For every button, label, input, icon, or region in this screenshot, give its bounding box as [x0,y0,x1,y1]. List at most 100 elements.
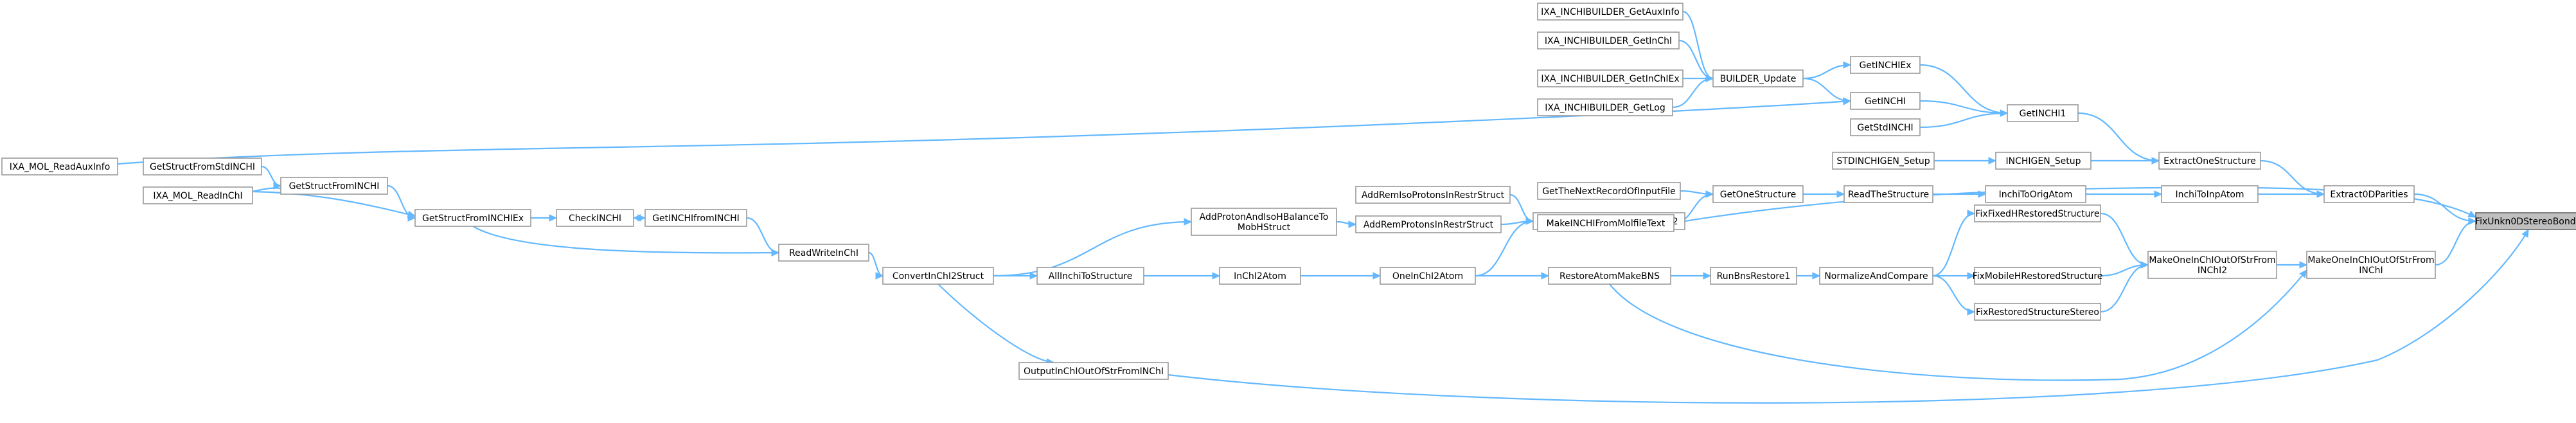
node-getinchi1[interactable]: GetINCHI1 [2007,104,2079,122]
node-checkinchi[interactable]: CheckINCHI [556,209,634,227]
edge-arrowhead [1705,190,1714,198]
graph-edge [1919,112,2008,129]
node-label: RunBnsRestore1 [1717,271,1791,282]
node-label: IXA_INCHIBUILDER_GetInChIEx [1541,74,1679,84]
node-box [1537,3,1683,21]
node-label: OutputInChIOutOfStrFromINChI [1024,366,1164,377]
node-box [1974,267,2101,285]
node-normalizeandcompare[interactable]: NormalizeAndCompare [1819,267,1933,285]
node-box [778,244,869,262]
edge-arrowhead [1212,272,1221,280]
node-makeinchifrommolfiletext[interactable]: MakeINCHIFromMolfileText [1537,214,1674,232]
node-readthestructure[interactable]: ReadTheStructure [1843,185,1933,203]
edge-arrowhead [2316,190,2325,198]
edge-arrowhead [1029,272,1038,280]
node-stdinchigen-setup[interactable]: STDINCHIGEN_Setup [1832,152,1935,170]
node-box [1974,303,2101,321]
node-getstructfrominchi[interactable]: GetStructFromINCHI [280,177,388,195]
node-box [2323,185,2415,203]
graph-nodes: FixUnkn0DStereoBonds ExtractOneStructureE… [1,3,2576,380]
node-box [1974,204,2101,222]
node-getthenextrecordofinputfile[interactable]: GetTheNextRecordOfInputFile [1537,182,1681,200]
node-box [1219,267,1301,285]
node-getonestructure[interactable]: GetOneStructure [1712,185,1804,203]
edge-arrowhead [1967,210,1976,217]
node-box [1995,152,2092,170]
node-inchigen-setup[interactable]: INCHIGEN_Setup [1995,152,2092,170]
node-label: ReadWriteInChI [789,248,858,258]
node-addremisoprotonsinrestrstruct[interactable]: AddRemIsoProtonsInRestrStruct [1355,186,1511,204]
node-box [1537,98,1673,116]
edge-arrowhead [2299,269,2307,278]
node-label: AllInchiToStructure [1049,271,1133,282]
node-label: InchiToInpAtom [2175,190,2244,200]
node-ixa-mol-readauxinfo[interactable]: IXA_MOL_ReadAuxInfo [1,158,118,176]
node-allinchitostructure[interactable]: AllInchiToStructure [1036,267,1144,285]
node-getstructfrominchiex[interactable]: GetStructFromINCHIEx [414,209,531,227]
node-getstructfromstdinchi[interactable]: GetStructFromStdINCHI [143,158,262,176]
node-fixunkn0dstereobonds[interactable]: FixUnkn0DStereoBonds [2475,212,2576,230]
node-addremprotonsinrestrstruct[interactable]: AddRemProtonsInRestrStruct [1355,215,1502,233]
node-label: GetStructFromINCHIEx [422,213,524,224]
node-readwriteinchi[interactable]: ReadWriteInChI [778,244,869,262]
node-box [2161,185,2259,203]
node-label: FixUnkn0DStereoBonds [2475,217,2576,227]
node-box [1355,215,1502,233]
node-label: GetINCHI [1865,96,1906,107]
node-runbnsrestore1[interactable]: RunBnsRestore1 [1710,267,1797,285]
node-label: IXA_INCHIBUILDER_GetAuxInfo [1541,7,1680,17]
node-label: GetTheNextRecordOfInputFile [1542,186,1676,197]
node-getinchiex[interactable]: GetINCHIEx [1850,56,1921,74]
node-label: GetINCHIEx [1859,60,1911,71]
node-ixa-getinchiex[interactable]: IXA_INCHIBUILDER_GetInChIEx [1537,69,1683,87]
node-box [1548,267,1671,285]
node-label: Extract0DParities [2330,190,2408,200]
node-label: IXA_INCHIBUILDER_GetLog [1545,103,1665,113]
node-label: IXA_MOL_ReadInChI [153,191,242,201]
node-extractonestructure[interactable]: ExtractOneStructure [2158,152,2261,170]
node-box [2158,152,2261,170]
edge-arrowhead [1836,190,1845,198]
node-inchitoorigatom[interactable]: InchiToOrigAtom [1985,185,2086,203]
node-ixa-mol-readinchi[interactable]: IXA_MOL_ReadInChI [143,186,253,204]
graph-edge [746,217,779,254]
edge-arrowhead [1348,221,1357,228]
node-ixa-getlog[interactable]: IXA_INCHIBUILDER_GetLog [1537,98,1673,116]
node-fixfixedhrestoredstructure[interactable]: FixFixedHRestoredStructure [1974,204,2101,222]
node-box [1850,118,1921,136]
node-label: ReadTheStructure [1848,190,1929,200]
node-label: FixRestoredStructureStereo [1976,307,2099,318]
node-outputinchioutofstrfrominchi[interactable]: OutputInChIOutOfStrFromINChI [1018,362,1169,380]
node-inchi2atom[interactable]: InChI2Atom [1219,267,1301,285]
node-fixmobilehrestoredstructure[interactable]: FixMobileHRestoredStructure [1973,267,2103,285]
node-getstdinchi[interactable]: GetStdINCHI [1850,118,1921,136]
node-getinchifrominchi[interactable]: GetINCHIfromINCHI [644,209,747,227]
edge-arrowhead [2140,261,2149,269]
node-convertinchi2struct[interactable]: ConvertInChI2Struct [882,267,994,285]
node-ixa-getinchi[interactable]: IXA_INCHIBUILDER_GetInChI [1537,32,1680,50]
node-box [1537,182,1681,200]
node-label: CheckINCHI [569,213,621,224]
node-getinchi[interactable]: GetINCHI [1850,92,1921,110]
node-fixrestoredstructurestereo[interactable]: FixRestoredStructureStereo [1974,303,2101,321]
edge-arrowhead [1988,157,1997,165]
node-box [1191,208,1337,236]
node-label: ExtractOneStructure [2163,156,2256,166]
node-ixa-getauxinfo[interactable]: IXA_INCHIBUILDER_GetAuxInfo [1537,3,1683,21]
node-label: GetINCHI1 [2020,109,2066,119]
node-box [2007,104,2079,122]
edge-arrowhead [1705,75,1714,82]
node-box [1537,69,1683,87]
node-restoreatommakebns[interactable]: RestoreAtomMakeBNS [1548,267,1671,285]
node-inchitoinpatom[interactable]: InchiToInpAtom [2161,185,2259,203]
node-box [414,209,531,227]
node-extract0dparities[interactable]: Extract0DParities [2323,185,2415,203]
node-builder-update[interactable]: BUILDER_Update [1712,69,1804,87]
node-oneinchi2atom[interactable]: OneInChI2Atom [1380,267,1476,285]
edge-arrowhead [407,210,416,218]
edge-arrowhead [2468,217,2477,225]
node-box [1832,152,1935,170]
